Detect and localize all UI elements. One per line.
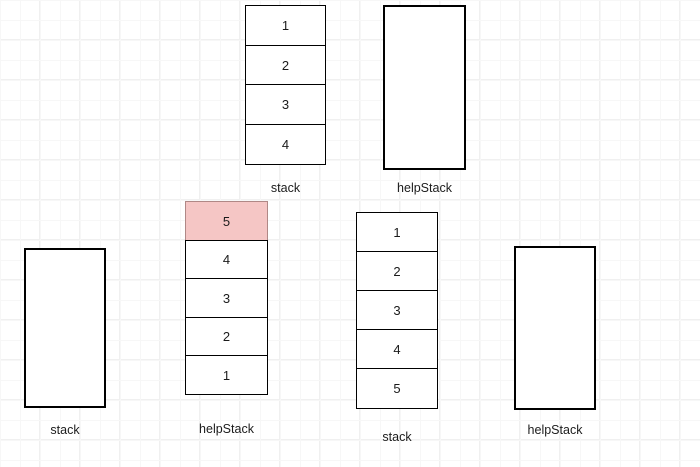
stack-bottom-mid-right[interactable]: 1 2 3 4 5 bbox=[356, 212, 438, 412]
stack-bottom-left[interactable] bbox=[24, 248, 106, 408]
stack-cell[interactable]: 2 bbox=[185, 316, 268, 357]
stack-cell[interactable]: 3 bbox=[356, 290, 438, 331]
stack-top-left[interactable]: 1 2 3 4 bbox=[245, 5, 326, 166]
stack-label-bottom-left: stack bbox=[50, 423, 80, 437]
stack-cell[interactable]: 1 bbox=[185, 355, 268, 395]
helpstack-label-top-right: helpStack bbox=[397, 181, 452, 195]
stack-cell[interactable]: 3 bbox=[245, 84, 326, 125]
helpstack-bottom-mid-left[interactable]: 5 4 3 2 1 bbox=[185, 201, 268, 399]
stack-cell[interactable]: 4 bbox=[245, 123, 326, 165]
stack-cell[interactable]: 1 bbox=[356, 212, 438, 253]
helpstack-top-right[interactable] bbox=[383, 5, 466, 170]
stack-cell[interactable]: 5 bbox=[356, 368, 438, 409]
stack-cell[interactable]: 3 bbox=[185, 278, 268, 318]
stack-cell[interactable]: 4 bbox=[356, 329, 438, 370]
helpstack-label-bottom-right: helpStack bbox=[527, 423, 583, 437]
stack-cell-highlighted[interactable]: 5 bbox=[185, 201, 268, 241]
stack-label-top-left: stack bbox=[270, 181, 301, 195]
helpstack-bottom-right[interactable] bbox=[514, 246, 596, 410]
stack-cell[interactable]: 4 bbox=[185, 239, 268, 280]
helpstack-label-bottom-mid-left: helpStack bbox=[199, 422, 254, 436]
stack-cell[interactable]: 2 bbox=[356, 251, 438, 292]
stack-label-bottom-mid-right: stack bbox=[382, 430, 412, 444]
stack-cell[interactable]: 1 bbox=[245, 5, 326, 46]
stack-cell[interactable]: 2 bbox=[245, 44, 326, 86]
